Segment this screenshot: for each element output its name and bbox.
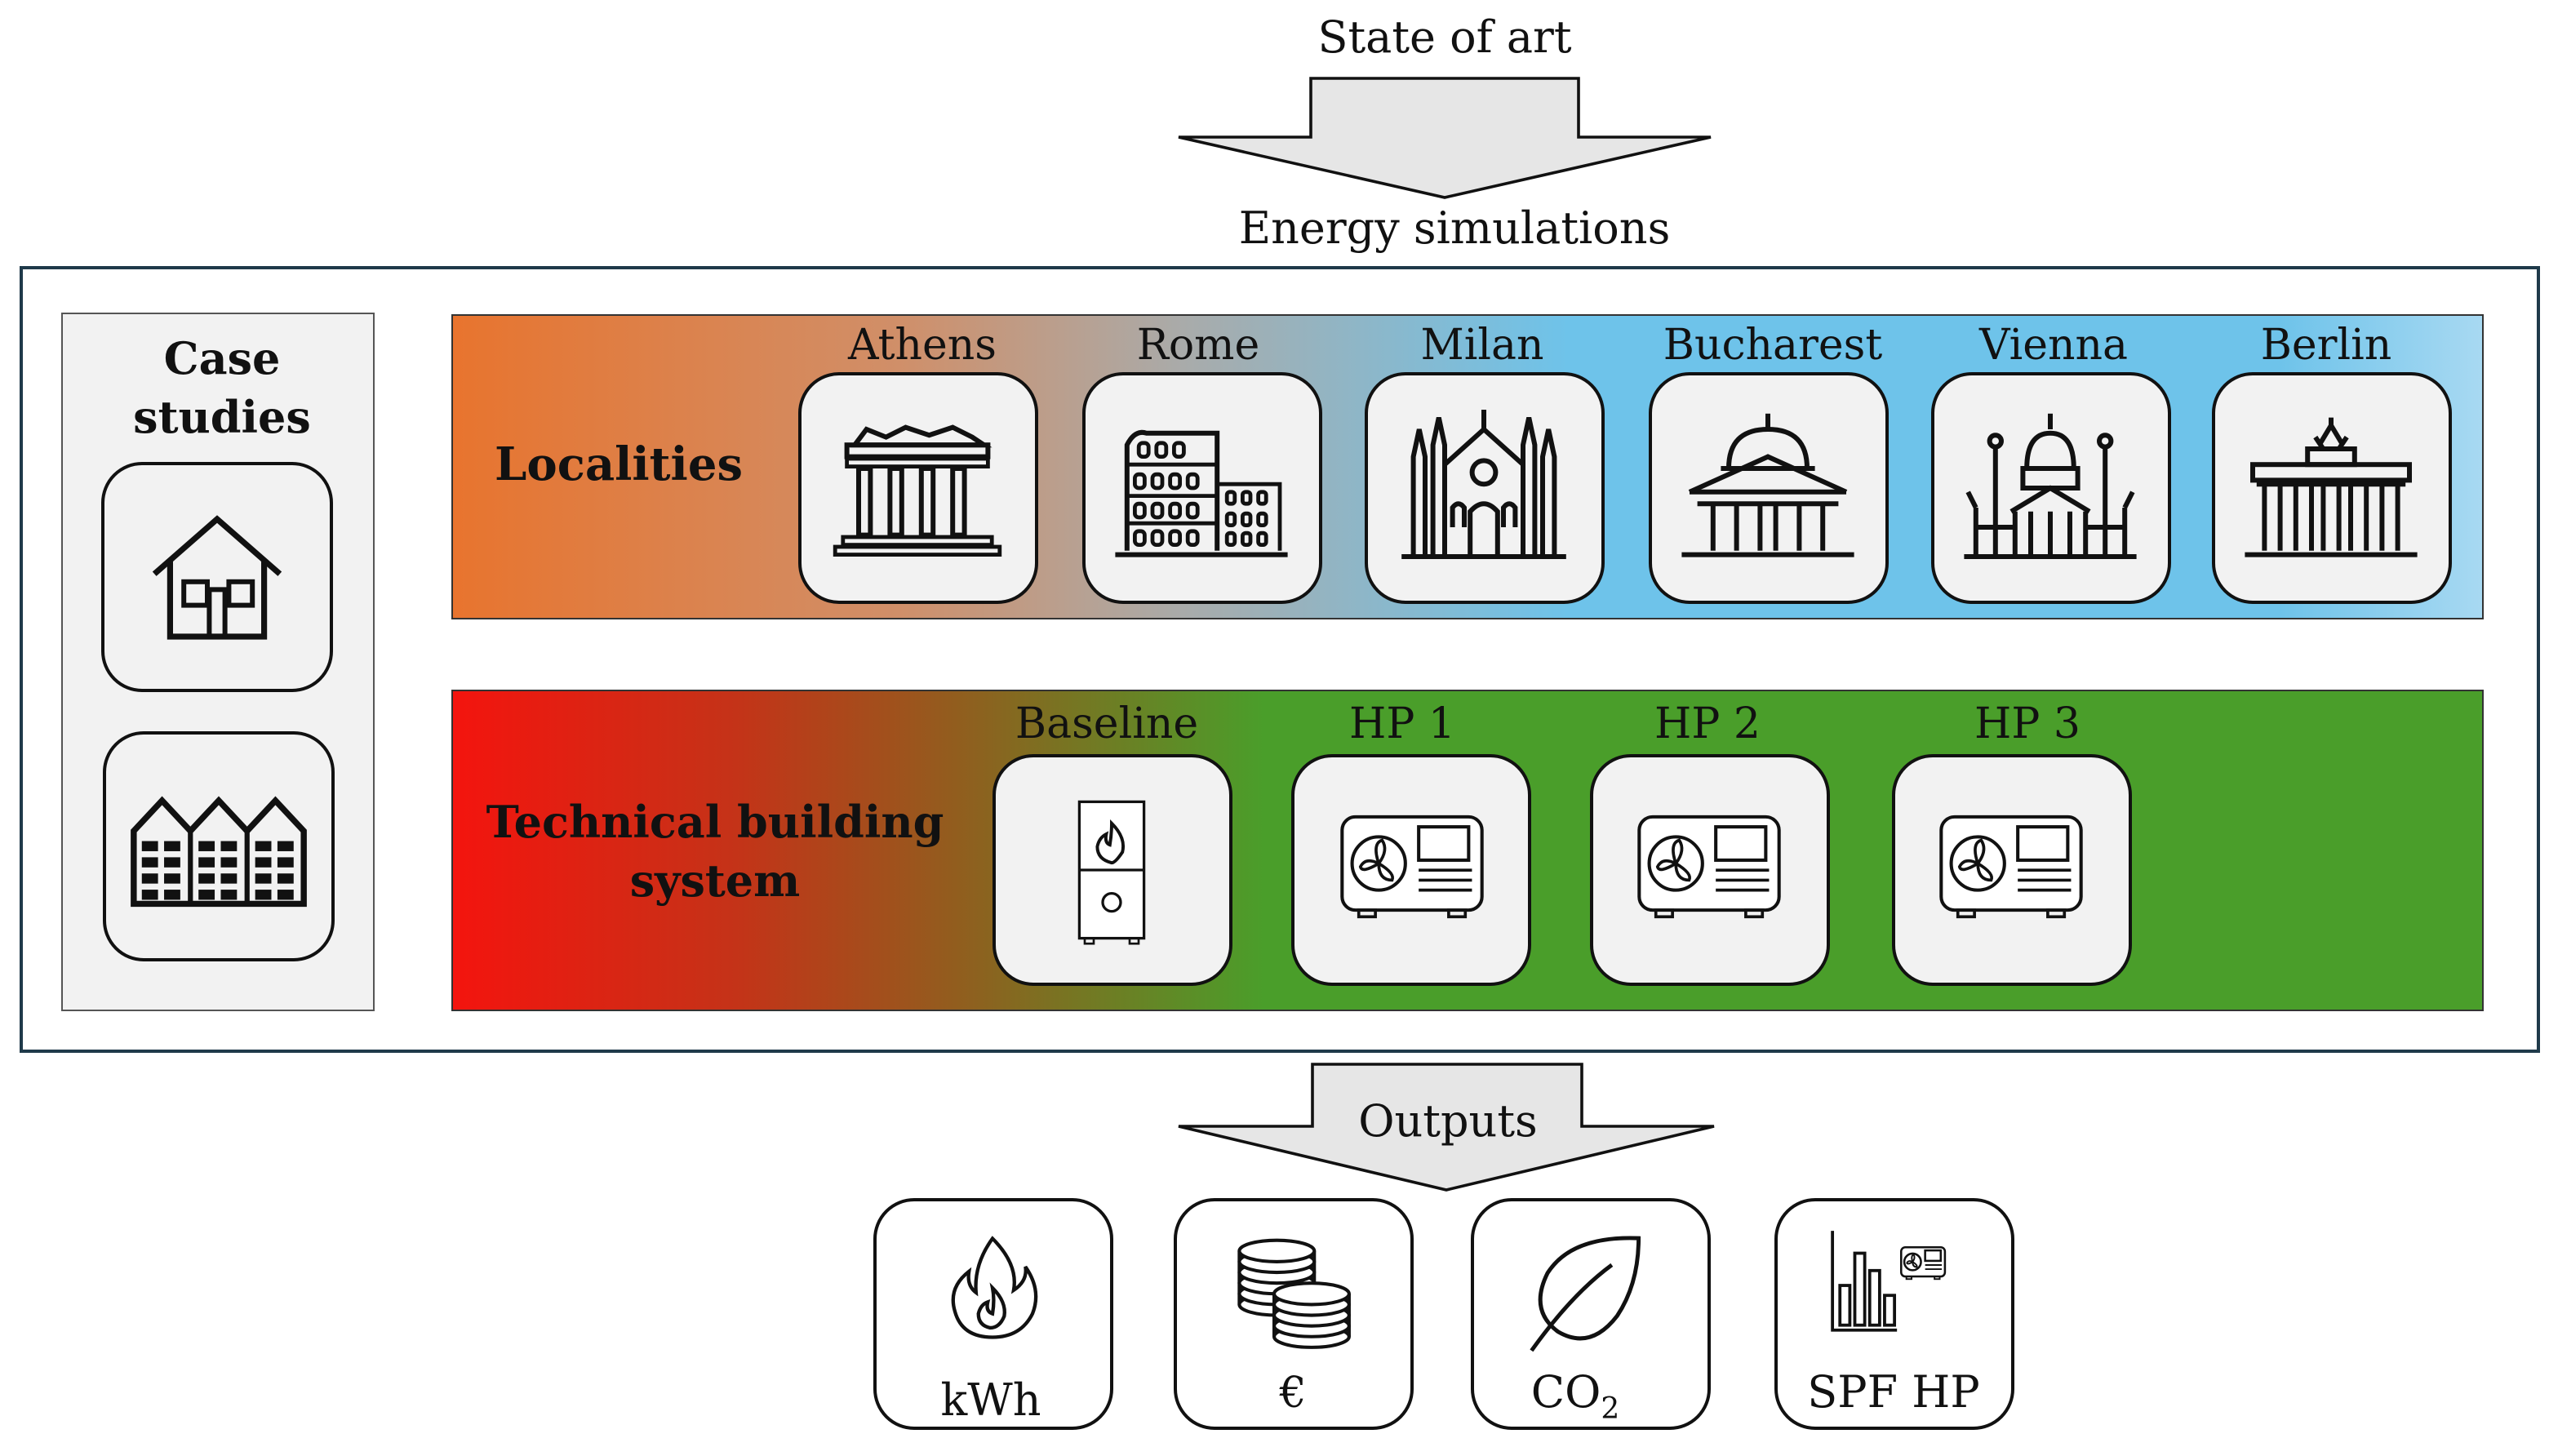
gas-boiler-icon bbox=[1077, 800, 1146, 946]
system-name: HP 2 bbox=[1654, 699, 1761, 748]
system-baseline: Baseline bbox=[993, 699, 1232, 986]
city-berlin: Berlin bbox=[2212, 321, 2452, 604]
case-studies-title-line2: studies bbox=[133, 391, 311, 443]
output-label: CO2 bbox=[1531, 1366, 1620, 1426]
heat-pump-icon bbox=[1639, 817, 1779, 917]
city-name: Vienna bbox=[1978, 321, 2128, 370]
city-rome: Rome bbox=[1082, 321, 1322, 604]
city-name: Rome bbox=[1137, 321, 1260, 370]
system-name: Baseline bbox=[1015, 699, 1198, 748]
system-name: HP 1 bbox=[1349, 699, 1455, 748]
output-cost: € bbox=[1174, 1198, 1414, 1430]
city-milan: Milan bbox=[1365, 321, 1605, 604]
output-label: € bbox=[1278, 1369, 1306, 1418]
system-hp2: HP 2 bbox=[1590, 699, 1830, 986]
heat-pump-icon bbox=[1342, 817, 1481, 917]
output-emissions: CO2 bbox=[1471, 1198, 1711, 1430]
systems-label-line1: Technical building bbox=[486, 796, 944, 848]
city-name: Milan bbox=[1421, 321, 1544, 370]
outputs-label: Outputs bbox=[1358, 1095, 1538, 1147]
output-label: kWh bbox=[940, 1374, 1041, 1426]
outputs-arrow bbox=[1178, 1063, 1715, 1192]
system-hp3: HP 3 bbox=[1892, 699, 2132, 986]
system-name: HP 3 bbox=[1974, 699, 2080, 748]
heat-pump-icon bbox=[1941, 817, 2080, 917]
systems-label-line2: system bbox=[630, 855, 801, 907]
energy-simulations-label: Energy simulations bbox=[1239, 202, 1671, 254]
output-label: SPF HP bbox=[1807, 1366, 1979, 1418]
case-study-multi-family bbox=[103, 731, 335, 961]
system-hp1: HP 1 bbox=[1291, 699, 1531, 986]
case-studies-title-line1: Case bbox=[164, 332, 281, 384]
output-energy: kWh bbox=[873, 1198, 1113, 1430]
output-spf: SPF HP bbox=[1774, 1198, 2014, 1430]
city-bucharest: Bucharest bbox=[1649, 321, 1889, 604]
case-study-single-house bbox=[101, 462, 333, 692]
city-athens: Athens bbox=[798, 321, 1038, 604]
case-studies-panel: Case studies bbox=[61, 313, 375, 1011]
localities-label: Localities bbox=[495, 437, 743, 491]
city-vienna: Vienna bbox=[1931, 321, 2171, 604]
city-name: Berlin bbox=[2261, 321, 2392, 370]
city-name: Bucharest bbox=[1663, 321, 1883, 370]
state-of-art-arrow bbox=[1178, 77, 1712, 199]
state-of-art-label: State of art bbox=[1317, 11, 1571, 63]
city-name: Athens bbox=[847, 321, 997, 370]
